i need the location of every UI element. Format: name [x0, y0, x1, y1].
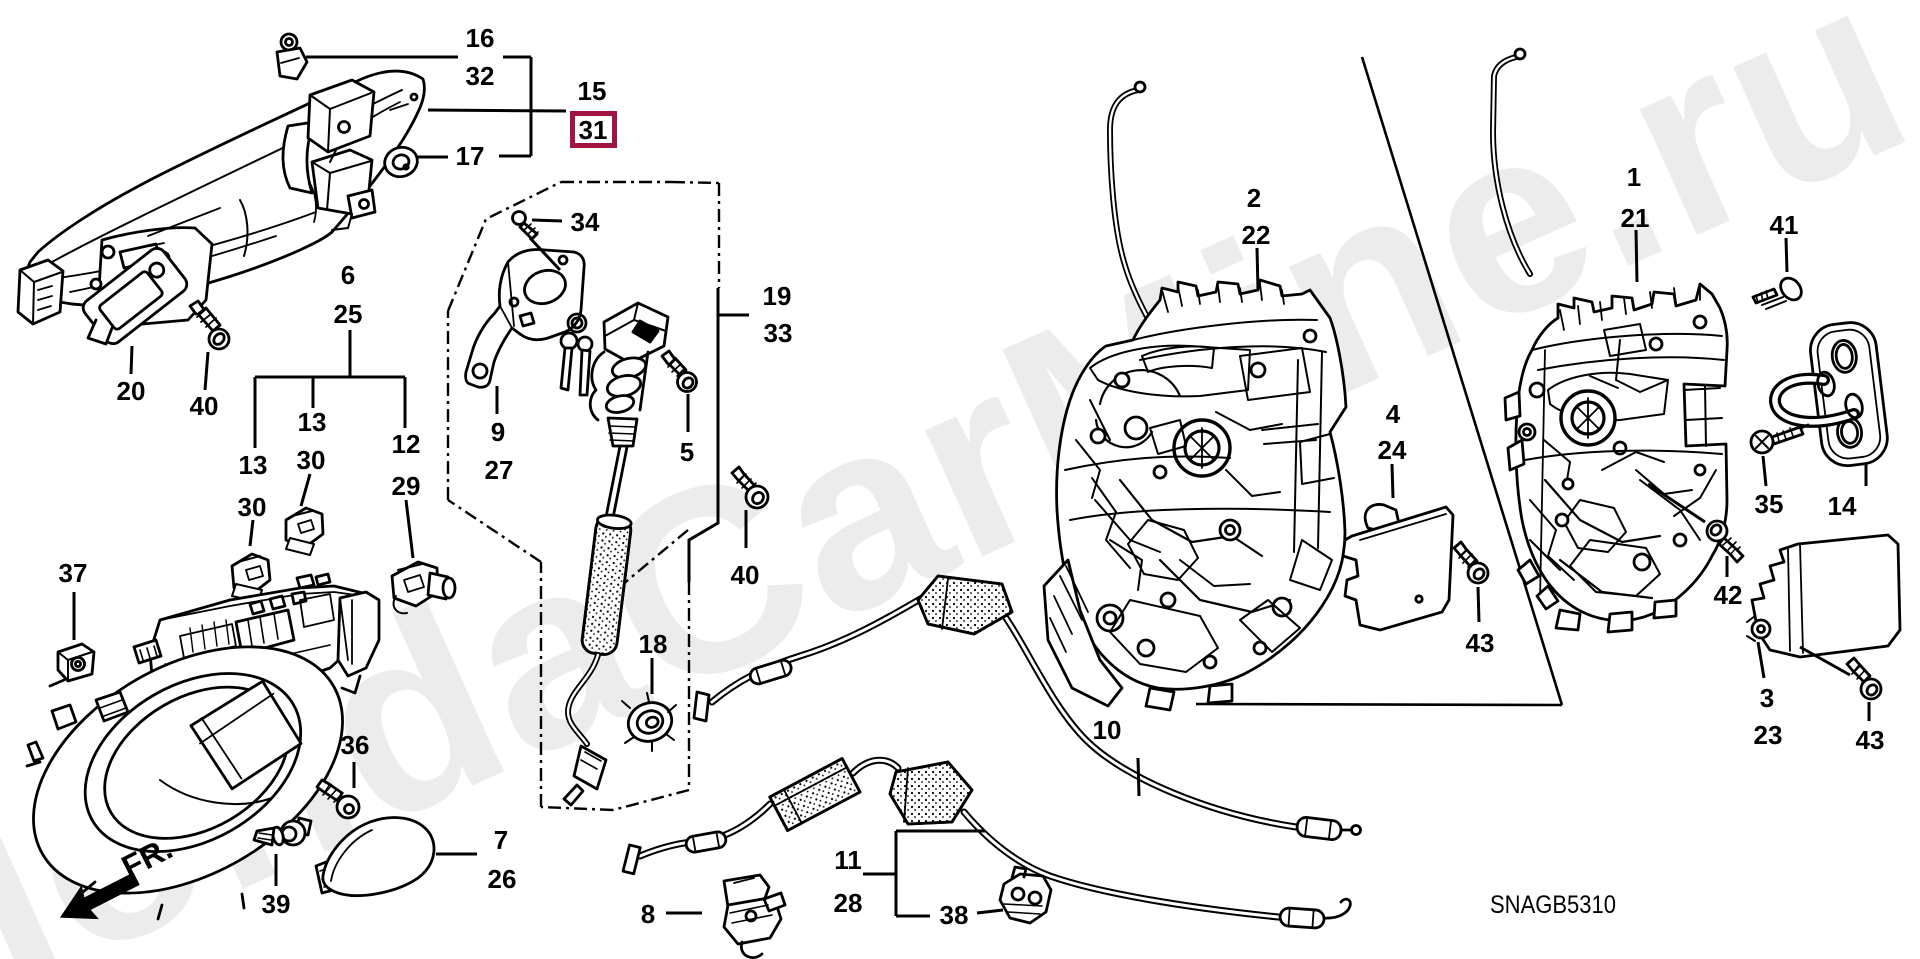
svg-text:3: 3 [1760, 683, 1774, 713]
svg-text:42: 42 [1714, 580, 1743, 610]
svg-text:9: 9 [491, 417, 505, 447]
svg-text:39: 39 [262, 889, 291, 919]
svg-text:15: 15 [578, 76, 607, 106]
svg-text:21: 21 [1621, 203, 1650, 233]
svg-text:33: 33 [764, 318, 793, 348]
svg-text:12: 12 [392, 429, 421, 459]
svg-text:17: 17 [456, 141, 485, 171]
svg-text:30: 30 [297, 445, 326, 475]
svg-text:2: 2 [1247, 183, 1261, 213]
svg-text:40: 40 [731, 560, 760, 590]
svg-text:18: 18 [639, 629, 668, 659]
svg-text:38: 38 [940, 900, 969, 930]
svg-text:26: 26 [488, 864, 517, 894]
svg-text:37: 37 [59, 558, 88, 588]
svg-text:35: 35 [1755, 489, 1784, 519]
svg-text:25: 25 [334, 299, 363, 329]
svg-text:8: 8 [641, 899, 655, 929]
svg-text:5: 5 [680, 437, 694, 467]
svg-text:43: 43 [1466, 628, 1495, 658]
svg-text:40: 40 [190, 391, 219, 421]
svg-text:14: 14 [1828, 491, 1857, 521]
svg-text:41: 41 [1770, 210, 1799, 240]
svg-text:22: 22 [1242, 220, 1271, 250]
svg-text:13: 13 [239, 450, 268, 480]
svg-text:23: 23 [1754, 720, 1783, 750]
svg-text:34: 34 [571, 207, 600, 237]
svg-text:4: 4 [1386, 399, 1401, 429]
svg-text:16: 16 [466, 23, 495, 53]
svg-text:31: 31 [579, 115, 608, 145]
svg-text:32: 32 [466, 61, 495, 91]
svg-text:28: 28 [834, 888, 863, 918]
svg-text:19: 19 [763, 281, 792, 311]
svg-text:43: 43 [1856, 725, 1885, 755]
svg-text:20: 20 [117, 376, 146, 406]
svg-text:29: 29 [392, 471, 421, 501]
svg-text:13: 13 [298, 407, 327, 437]
svg-text:36: 36 [341, 730, 370, 760]
svg-text:27: 27 [485, 455, 514, 485]
svg-text:1: 1 [1627, 162, 1641, 192]
svg-text:10: 10 [1093, 715, 1122, 745]
svg-text:SNAGB5310: SNAGB5310 [1490, 891, 1616, 919]
svg-text:7: 7 [494, 825, 508, 855]
svg-text:30: 30 [238, 492, 267, 522]
svg-text:24: 24 [1378, 435, 1407, 465]
svg-text:11: 11 [834, 845, 862, 875]
svg-text:6: 6 [341, 260, 355, 290]
